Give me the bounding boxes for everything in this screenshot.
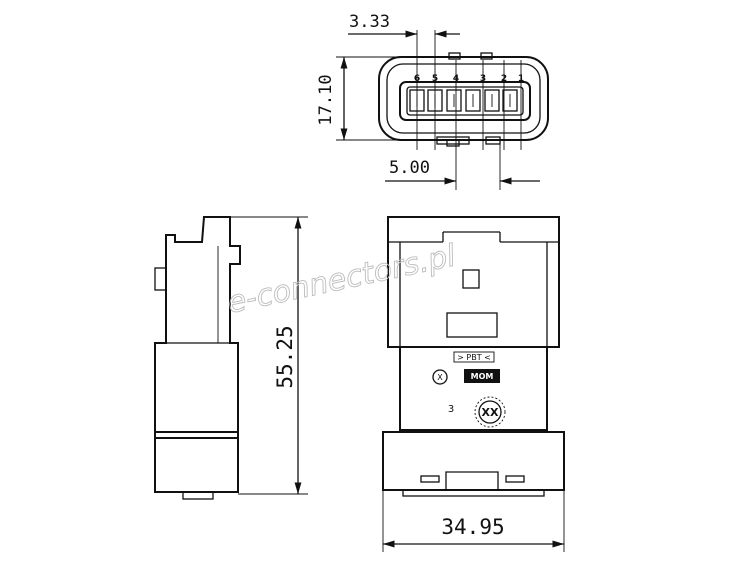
dimension-height: 17.10 [316,56,400,141]
watermark-text: e-connectors.pl [224,238,459,321]
dimension-label-3-33: 3.33 [349,12,390,32]
pbt-marking: > PBT < [457,353,491,362]
dimension-length: 55.25 [206,216,308,495]
dimension-label-5-00: 5.00 [389,158,430,178]
dimension-pitch-bottom: 5.00 [385,140,540,190]
dimension-width: 34.95 [382,490,565,552]
dimension-label-34-95: 34.95 [441,515,504,539]
number-marking: 3 [448,404,454,415]
date-code-wheel-icon: XX [474,396,506,428]
pin-cavities [409,89,518,112]
dimension-pin-pitch: 3.33 [348,12,522,190]
side-view: 55.25 [154,216,308,500]
dimension-label-17-10: 17.10 [316,74,336,125]
dimension-label-55-25: 55.25 [273,325,297,388]
front-view: > PBT < MOM X 3 XX 34.95 [382,216,565,552]
x-marking: X [437,373,443,382]
top-face-view: 6 5 4 3 2 1 3.33 17.10 [316,12,549,190]
brand-logo-text: MOM [471,372,494,381]
date-code-text: XX [482,406,499,419]
